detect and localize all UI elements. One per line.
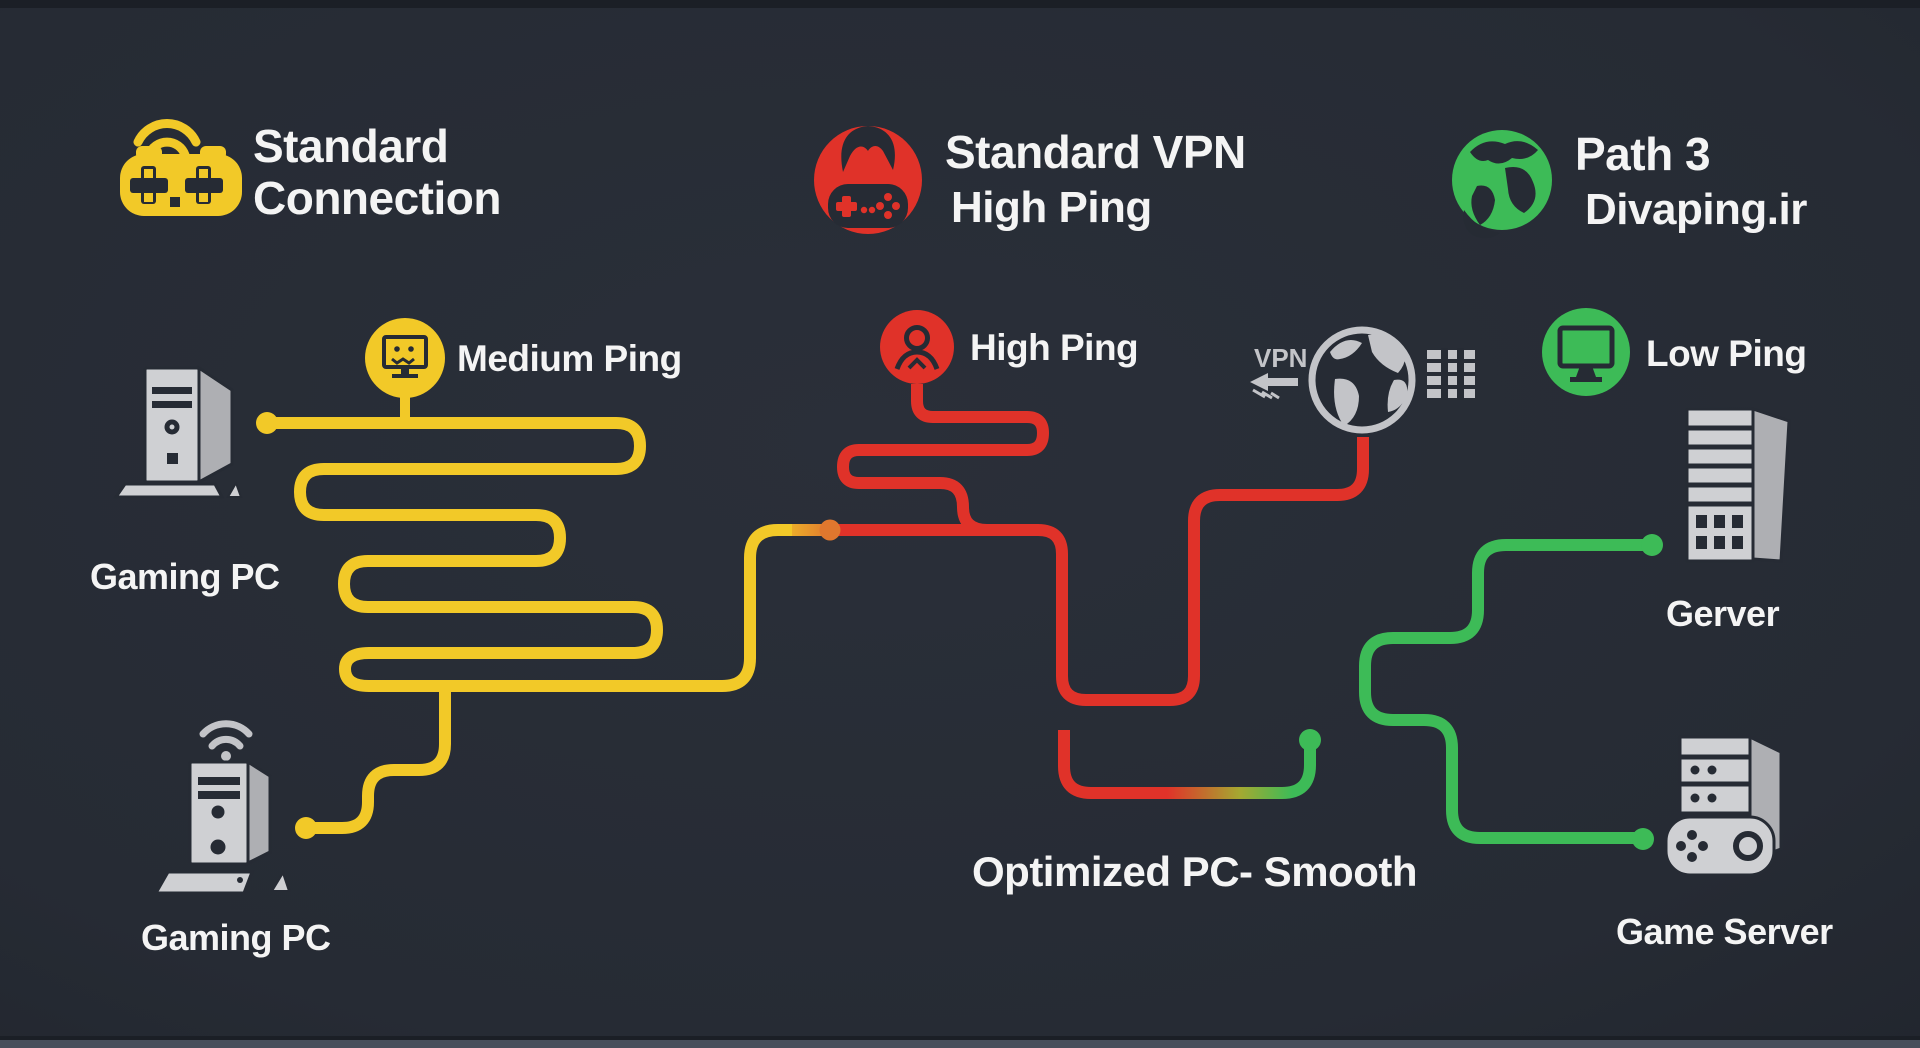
header3-line2: Divaping.ir [1585, 185, 1807, 234]
header-standard-vpn: Standard VPN High Ping [814, 126, 1246, 234]
gameserver-endpoint-dot [1632, 828, 1654, 850]
server-rack-icon [1685, 406, 1791, 563]
high-ping-label: High Ping [970, 327, 1138, 368]
path3-network: Low Ping [1359, 308, 1807, 850]
header-path3: Path 3 Divaping.ir [1452, 128, 1808, 239]
low-ping-label: Low Ping [1646, 333, 1806, 374]
monitor-face-icon [365, 318, 445, 398]
desktop-tower-icon [113, 365, 243, 499]
header2-line1: Standard VPN [945, 126, 1246, 178]
gerver-label: Gerver [1666, 593, 1780, 634]
header1-line2: Connection [253, 172, 501, 224]
bottom-strip [0, 1040, 1920, 1048]
top-edge [0, 0, 1920, 8]
optimized-caption: Optimized PC- Smooth [972, 848, 1417, 895]
header2-line2: High Ping [951, 183, 1152, 232]
gaming-pc-bottom-node: Gaming PC [141, 720, 332, 958]
header1-line1: Standard [253, 120, 448, 172]
server-stack-icon [1427, 348, 1475, 400]
game-server-node: Game Server [1616, 734, 1834, 952]
person-icon [880, 310, 954, 384]
medium-ping-label: Medium Ping [457, 338, 682, 379]
pc2-endpoint-dot [295, 817, 317, 839]
header-standard-connection: Standard Connection [120, 119, 501, 224]
gerver-endpoint-dot [1641, 534, 1663, 556]
pc1-endpoint-dot [256, 412, 278, 434]
game-server-label: Game Server [1616, 911, 1833, 952]
red-path-highping-feeder [836, 384, 1050, 536]
yellow-path-main [267, 417, 796, 692]
vpn-gateway-node: VPN [1250, 326, 1475, 434]
red-green-exit-path [1058, 730, 1316, 799]
vpn-label: VPN [1254, 343, 1307, 373]
bottom-edge-line [0, 1036, 1920, 1040]
server-rack-gamepad-icon [1664, 734, 1783, 877]
medium-ping-stem [400, 392, 410, 424]
standard-vpn-network: High Ping [819, 310, 1369, 799]
vpn-gamepad-badge-icon [814, 126, 922, 234]
gaming-pc-bottom-label: Gaming PC [141, 917, 331, 958]
gaming-pc-top-node: Gaming PC [90, 365, 281, 597]
globe-green-icon [1452, 130, 1552, 239]
red-path-main [830, 437, 1369, 706]
header3-line1: Path 3 [1575, 128, 1710, 180]
gamepad-wifi-icon [120, 119, 242, 216]
gerver-node: Gerver [1666, 406, 1791, 634]
standard-connection-network: Medium Ping [256, 318, 830, 839]
junction-dot [819, 519, 841, 541]
desktop-tower-wifi-icon [153, 720, 291, 895]
gaming-pc-top-label: Gaming PC [90, 556, 280, 597]
monitor-icon [1542, 308, 1630, 396]
globe-gray-icon [1308, 326, 1416, 434]
optimized-endpoint-dot [1299, 729, 1321, 751]
vpn-arrow-icon [1250, 373, 1298, 400]
green-path-main [1359, 539, 1650, 844]
yellow-path-pc2-branch [306, 692, 451, 834]
